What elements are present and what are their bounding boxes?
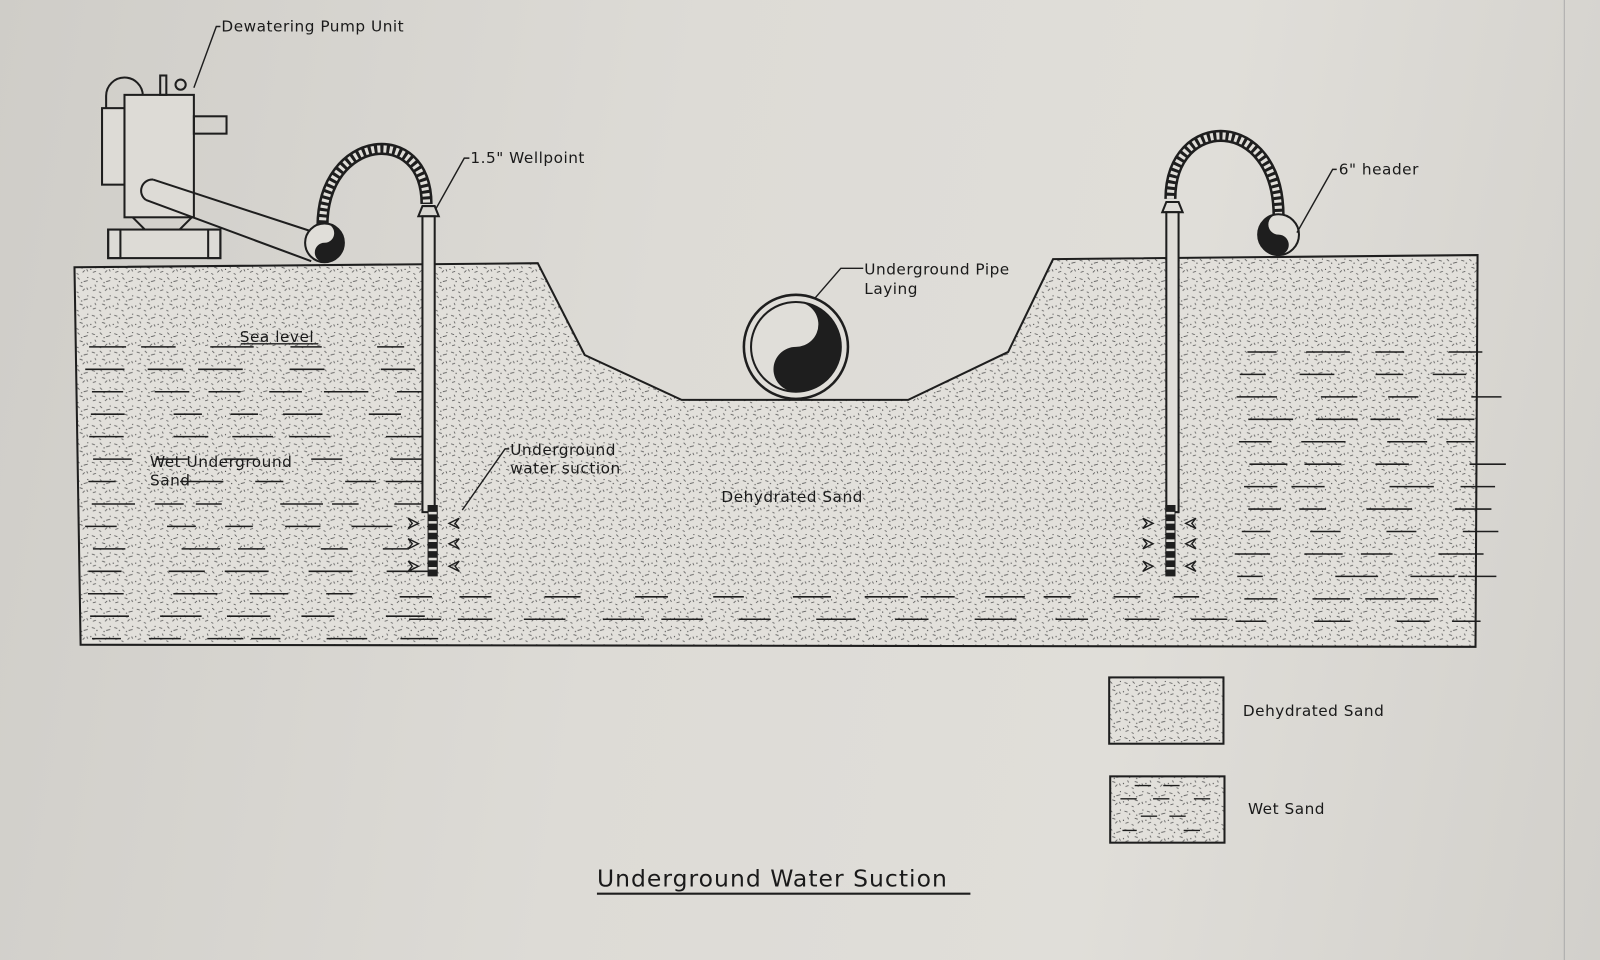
label-dehydrated-sand: Dehydrated Sand <box>721 488 862 506</box>
label-wet-underground-sand: Wet Underground <box>150 453 292 471</box>
label-header: 6" header <box>1339 160 1419 178</box>
right-wellpoint <box>1142 200 1197 577</box>
legend: Dehydrated Sand Wet Sand <box>1108 676 1384 844</box>
left-wellpoint <box>407 205 460 577</box>
diagram-title: Underground Water Suction <box>597 865 948 893</box>
dewatering-pump-unit <box>101 74 322 263</box>
label-water-suction: Underground <box>510 441 616 459</box>
legend-swatch-wet-sand <box>1109 775 1226 844</box>
label-sea-level: Sea level <box>240 328 314 346</box>
underground-pipe <box>742 293 850 401</box>
label-underground-pipe-2: Laying <box>864 280 918 298</box>
leader-lines <box>193 25 1337 511</box>
wet-sand-region <box>85 346 1506 640</box>
legend-label-wet-sand: Wet Sand <box>1248 800 1325 818</box>
label-dewatering-pump-unit: Dewatering Pump Unit <box>221 18 404 36</box>
right-suction-hose <box>1164 129 1285 217</box>
label-underground-pipe: Underground Pipe <box>864 260 1009 278</box>
left-header-pipe <box>304 222 345 264</box>
suction-flow-arrows <box>407 517 460 572</box>
label-wet-underground-sand-2: Sand <box>150 472 191 490</box>
label-water-suction-2: water suction <box>510 459 620 477</box>
left-suction-hose <box>316 142 433 227</box>
right-header-pipe <box>1257 213 1300 257</box>
legend-label-dehydrated-sand: Dehydrated Sand <box>1243 702 1384 720</box>
label-wellpoint: 1.5" Wellpoint <box>470 149 585 167</box>
legend-swatch-dehydrated-sand <box>1108 676 1225 745</box>
